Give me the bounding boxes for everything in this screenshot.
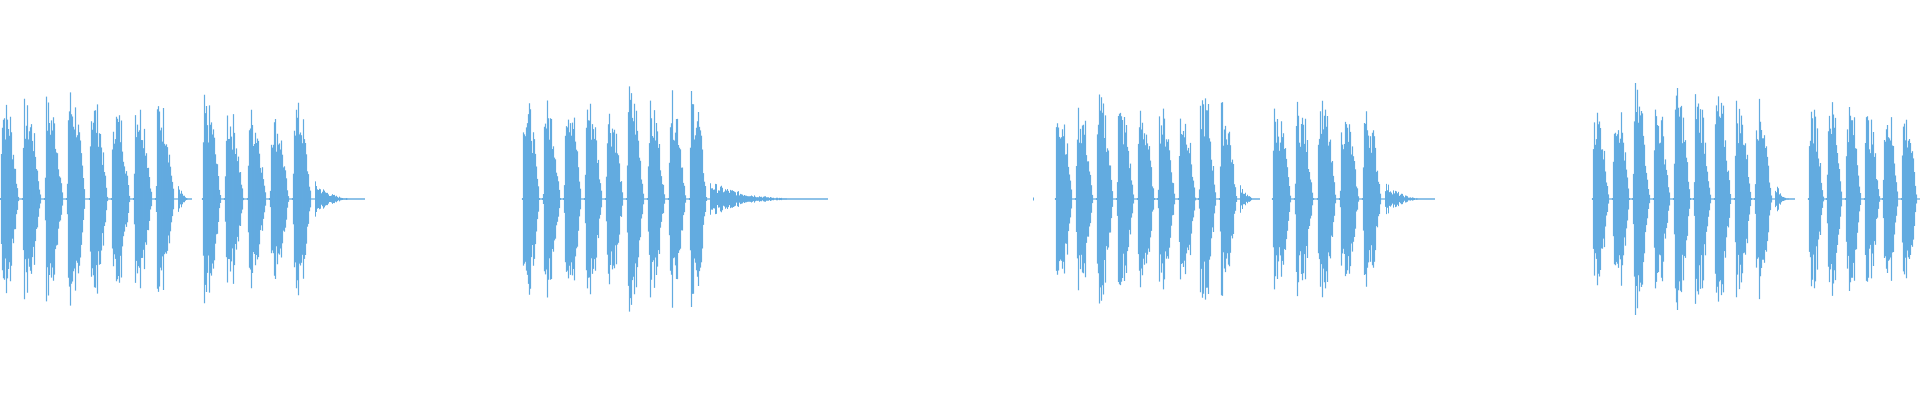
waveform-view[interactable] xyxy=(0,0,1920,400)
audio-waveform[interactable] xyxy=(0,0,1920,400)
